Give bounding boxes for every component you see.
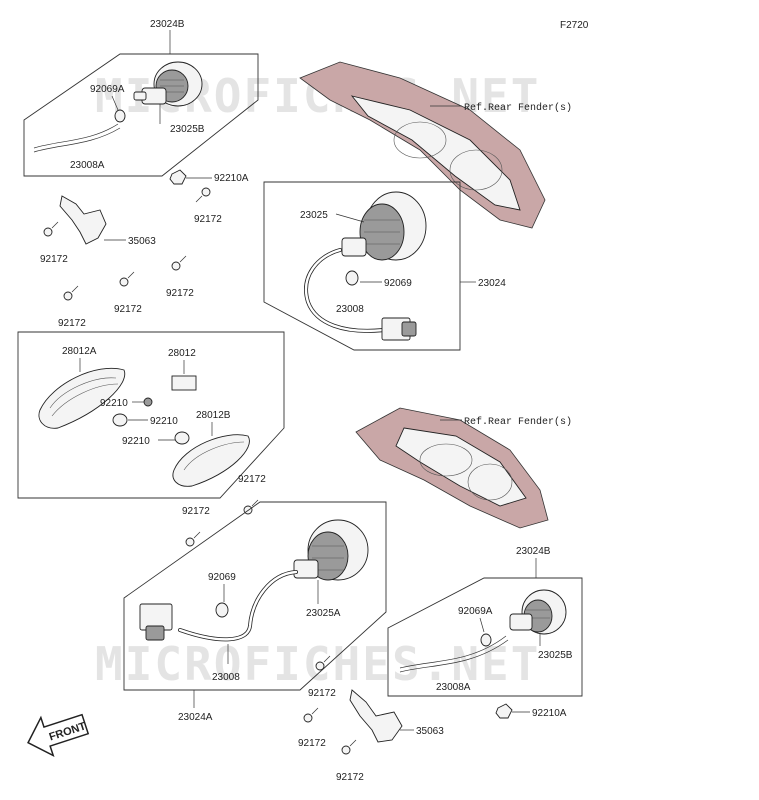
label-23025: 23025 <box>300 210 328 221</box>
frame-23024a <box>123 501 387 691</box>
label-92069-low: 92069 <box>208 572 236 583</box>
label-35063-top: 35063 <box>128 236 156 247</box>
screw-92172-e <box>63 285 79 301</box>
label-92172-a: 92172 <box>194 214 222 225</box>
label-23025a: 23025A <box>306 608 341 619</box>
label-23008-low: 23008 <box>212 672 240 683</box>
nut-92210a-top <box>169 169 187 185</box>
frame-23024 <box>263 181 461 351</box>
bulb-92069a-low <box>480 633 492 647</box>
label-92172-i: 92172 <box>298 738 326 749</box>
wire-23008-low <box>178 570 298 642</box>
label-92210a-top: 92210A <box>214 173 249 184</box>
label-92069a-top: 92069A <box>90 84 125 95</box>
frame-23024b-top <box>23 53 259 177</box>
group-23024b-top: 23024B 92069A 23025B 23008A <box>23 19 259 177</box>
socket-23025 <box>341 191 427 261</box>
label-92172-d: 92172 <box>166 288 194 299</box>
lens-28012a <box>38 368 126 429</box>
bulb-92069 <box>345 270 359 286</box>
label-92069a-low: 92069A <box>458 606 493 617</box>
socket-23025a <box>293 519 369 581</box>
nut-92210a-low <box>495 703 513 719</box>
screw-92172-g <box>185 531 201 547</box>
label-92210a-low: 92210A <box>532 708 567 719</box>
screw-92172-c <box>119 271 135 287</box>
bracket-35063-top <box>59 195 107 245</box>
label-92210-a: 92210 <box>100 398 128 409</box>
label-92172-h: 92172 <box>308 688 336 699</box>
group-23024b-low: 23024B 92069A 23025B 23008A <box>387 546 583 697</box>
plate-28012 <box>171 375 197 391</box>
socket-23025b-top <box>133 61 203 124</box>
frame-28012 <box>17 331 285 499</box>
label-23024b-low: 23024B <box>516 546 551 557</box>
group-23024: 23024 23025 92069 23008 <box>263 181 506 351</box>
bulb-92069-low <box>215 602 229 618</box>
label-92172-c: 92172 <box>114 304 142 315</box>
label-92172-g: 92172 <box>182 506 210 517</box>
group-23024a: 23024A 23025A 92069 23008 <box>123 501 387 723</box>
label-92210-c: 92210 <box>122 436 150 447</box>
label-92069: 92069 <box>384 278 412 289</box>
label-23008: 23008 <box>336 304 364 315</box>
frame-23024b-low <box>387 577 583 697</box>
ref-rear-fender-mid: Ref.Rear Fender(s) <box>464 416 572 428</box>
label-23008a-low: 23008A <box>436 682 471 693</box>
wire-23008a-low <box>399 635 507 669</box>
part-92210-b <box>112 413 128 427</box>
label-92210-b: 92210 <box>150 416 178 427</box>
part-92210-a <box>143 397 153 407</box>
label-23024b-top: 23024B <box>150 19 185 30</box>
label-23024: 23024 <box>478 278 506 289</box>
wire-23008a-top <box>33 123 119 149</box>
label-92172-f: 92172 <box>238 474 266 485</box>
figure-code: F2720 <box>560 20 589 31</box>
label-28012a: 28012A <box>62 346 97 357</box>
socket-23025b-low <box>509 589 567 635</box>
group-28012: 28012A 28012 92210 92210 28012B 92210 <box>17 331 285 499</box>
label-23024a: 23024A <box>178 712 213 723</box>
rear-fender-top <box>299 61 546 229</box>
screw-92172-j <box>341 739 357 755</box>
label-92172-b: 92172 <box>40 254 68 265</box>
screw-92172-b <box>43 221 59 237</box>
lens-28012b <box>172 434 250 487</box>
rear-fender-mid <box>355 407 549 529</box>
part-92210-c <box>174 431 190 445</box>
screw-92172-d <box>171 255 187 271</box>
screw-92172-h <box>315 655 331 671</box>
ref-rear-fender-top: Ref.Rear Fender(s) <box>464 102 572 114</box>
label-35063-low: 35063 <box>416 726 444 737</box>
label-92172-j: 92172 <box>336 772 364 783</box>
front-arrow-icon: FRONT <box>27 713 90 758</box>
label-23008a-top: 23008A <box>70 160 105 171</box>
label-28012: 28012 <box>168 348 196 359</box>
label-23025b-low: 23025B <box>538 650 573 661</box>
label-92172-e: 92172 <box>58 318 86 329</box>
label-23025b-top: 23025B <box>170 124 205 135</box>
label-28012b: 28012B <box>196 410 231 421</box>
bulb-92069a-top <box>114 109 126 123</box>
screw-92172-a <box>195 187 211 203</box>
screw-92172-i <box>303 707 319 723</box>
bracket-35063-low <box>349 689 403 743</box>
